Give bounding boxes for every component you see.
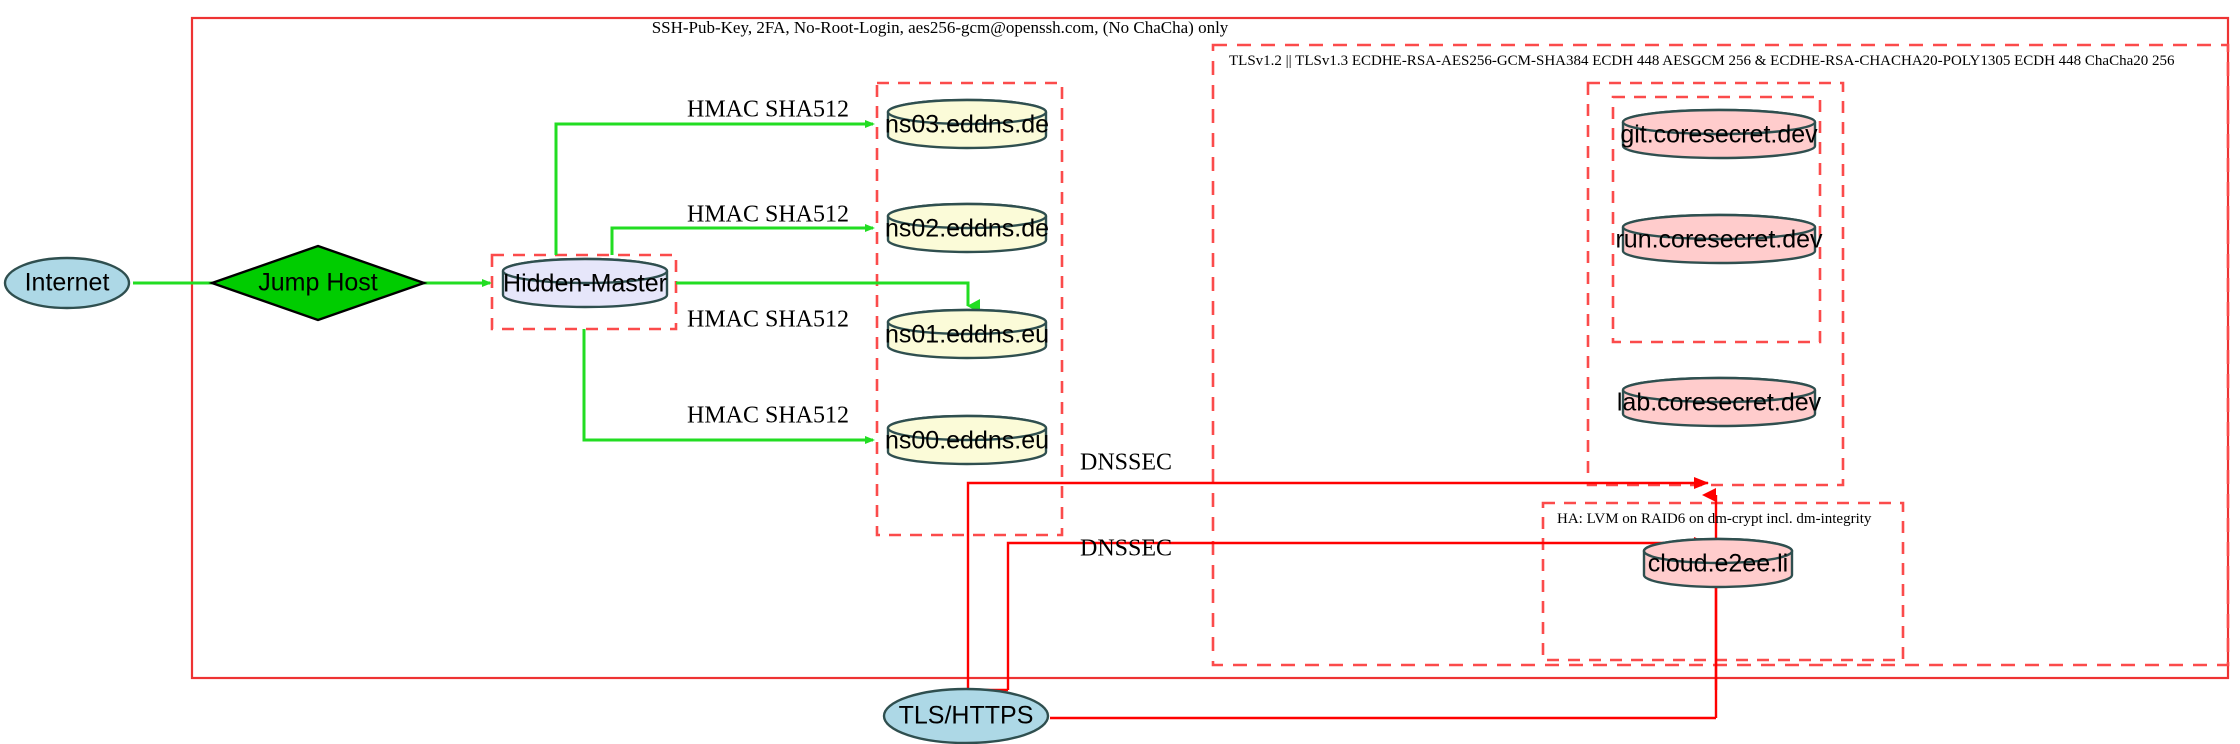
edge-dnssec-lower (1006, 537, 1709, 690)
boundary-ssh-outer (190, 16, 2230, 680)
node-cloud-e2ee[interactable] (1642, 537, 1794, 589)
node-ns02[interactable] (886, 202, 1048, 254)
boundary-coresecret-inner (1611, 95, 1822, 344)
boundary-hidden-master (490, 253, 678, 331)
label-dnssec-upper: DNSSEC (1079, 449, 1173, 476)
label-ssh-boundary: SSH-Pub-Key, 2FA, No-Root-Login, aes256-… (651, 18, 1229, 37)
node-label-run-coresecret: run.coresecret.dev (1615, 225, 1823, 254)
edge-hiddenmaster-to-ns00 (582, 329, 875, 444)
boundary-coresecret-outer (1586, 81, 1845, 487)
node-tls-https[interactable] (882, 687, 1050, 744)
boundary-ha (1541, 501, 1905, 662)
node-label-ns03: ns03.eddns.de (884, 110, 1050, 139)
node-label-jump-host: Jump Host (258, 268, 378, 297)
node-label-hidden-master: Hidden-Master (503, 269, 667, 298)
label-hmac-ns00: HMAC SHA512 (686, 402, 850, 429)
node-label-ns00: ns00.eddns.eu (884, 426, 1050, 455)
node-ns03[interactable] (886, 98, 1048, 150)
node-lab-coresecret[interactable] (1621, 376, 1817, 428)
node-hidden-master[interactable] (501, 257, 669, 309)
node-label-ns01: ns01.eddns.eu (884, 320, 1050, 349)
node-label-internet: Internet (24, 268, 110, 297)
node-label-git-coresecret: git.coresecret.dev (1620, 120, 1818, 149)
label-tls-boundary: TLSv1.2 || TLSv1.3 ECDHE-RSA-AES256-GCM-… (1229, 53, 2175, 69)
boundary-tls (1211, 43, 2230, 667)
node-label-cloud-e2ee: cloud.e2ee.li (1647, 549, 1789, 578)
node-git-coresecret[interactable] (1621, 108, 1817, 160)
edge-hiddenmaster-to-ns02 (610, 224, 875, 255)
boundary-dns-cluster (875, 81, 1064, 537)
node-label-tls-https: TLS/HTTPS (898, 701, 1034, 730)
node-ns00[interactable] (886, 414, 1048, 466)
edge-hiddenmaster-to-ns01 (676, 281, 980, 313)
node-run-coresecret[interactable] (1621, 213, 1817, 265)
edge-hiddenmaster-to-ns03 (554, 120, 875, 255)
edge-dnssec-upper (966, 477, 1709, 632)
label-ha-boundary: HA: LVM on RAID6 on dm-crypt incl. dm-in… (1557, 511, 1872, 527)
node-jump-host[interactable] (208, 244, 428, 322)
label-hmac-ns02: HMAC SHA512 (686, 201, 850, 228)
node-label-ns02: ns02.eddns.de (884, 214, 1050, 243)
edge-tls-https-riser (966, 632, 1008, 692)
node-label-lab-coresecret: lab.coresecret.dev (1616, 388, 1822, 417)
node-internet[interactable] (3, 256, 131, 310)
label-hmac-ns03: HMAC SHA512 (686, 96, 850, 123)
node-ns01[interactable] (886, 308, 1048, 360)
label-hmac-ns01: HMAC SHA512 (686, 306, 850, 333)
label-dnssec-lower: DNSSEC (1079, 535, 1173, 562)
